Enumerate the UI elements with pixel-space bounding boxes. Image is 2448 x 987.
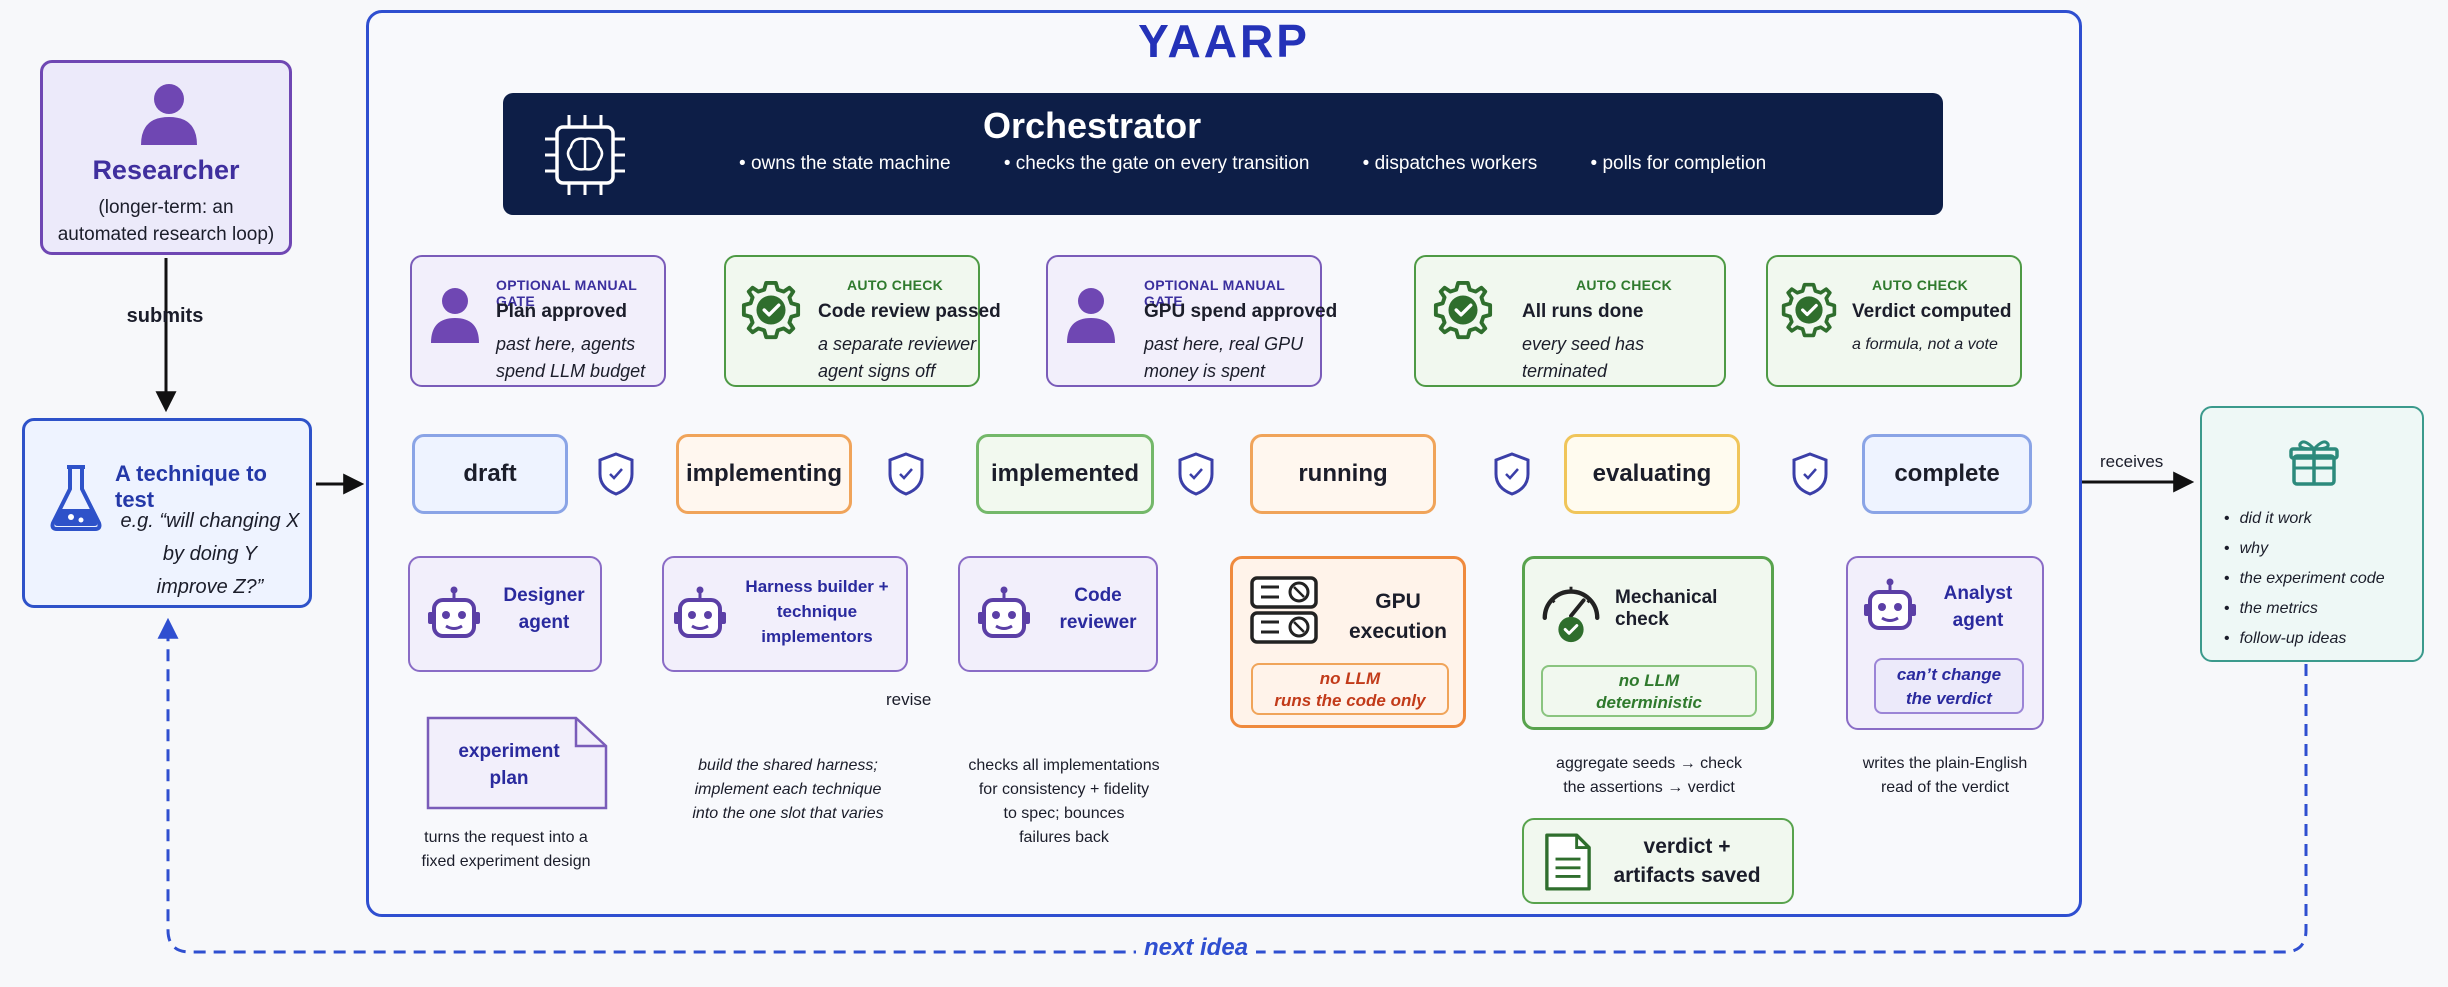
server-icon <box>1250 576 1318 644</box>
shield-icon <box>1792 452 1828 496</box>
gauge-check-icon <box>1542 586 1600 643</box>
revise-label: revise <box>886 690 932 709</box>
shield-icon <box>598 452 634 496</box>
flask-icon <box>50 465 102 531</box>
document-icon <box>1545 833 1591 891</box>
technique-box: A technique to test e.g. “will changing … <box>22 418 312 608</box>
gate-code-review-passed: AUTO CHECK Code review passed a separate… <box>724 255 1001 387</box>
state-evaluating: evaluating <box>1564 434 1740 514</box>
state-implemented: implemented <box>976 434 1154 514</box>
person-icon <box>141 84 197 145</box>
researcher-subtitle: (longer-term: an automated research loop… <box>57 197 275 245</box>
shield-icon <box>888 452 924 496</box>
robot-icon <box>1864 578 1916 630</box>
output-item: the experiment code <box>2224 564 2385 594</box>
person-icon <box>431 288 479 343</box>
output-item: the metrics <box>2224 594 2385 624</box>
system-title: YAARP <box>1138 15 1310 67</box>
verdict-artifacts-saved: verdict +artifacts saved <box>1522 818 1794 904</box>
technique-example: e.g. “will changing X by doing Y improve… <box>120 510 300 598</box>
output-list: did it work why the experiment code the … <box>2224 504 2385 654</box>
state-running: running <box>1250 434 1436 514</box>
robot-icon <box>978 586 1030 638</box>
gear-check-icon <box>1433 280 1493 340</box>
person-icon <box>1067 288 1115 343</box>
orchestrator-banner: Orchestrator • owns the state machine • … <box>503 93 1943 215</box>
robot-icon <box>674 586 726 638</box>
shield-icon <box>1494 452 1530 496</box>
harness-note: build the shared harness;implement each … <box>692 757 884 822</box>
orchestrator-bullets: • owns the state machine • checks the ga… <box>739 153 1767 174</box>
output-box: did it work why the experiment code the … <box>2200 406 2424 662</box>
state-complete: complete <box>1862 434 2032 514</box>
researcher-box: Researcher (longer-term: an automated re… <box>40 60 292 255</box>
output-item: follow-up ideas <box>2224 624 2385 654</box>
gate-plan-approved: OPTIONAL MANUAL GATE Plan approved past … <box>410 255 666 387</box>
gate-verdict-computed: AUTO CHECK Verdict computed a formula, n… <box>1766 255 2022 387</box>
output-item: did it work <box>2224 504 2385 534</box>
orchestrator-title: Orchestrator <box>983 105 1202 146</box>
shield-icon <box>1178 452 1214 496</box>
gift-icon <box>2289 440 2339 486</box>
next-idea-label: next idea <box>1136 934 1257 962</box>
state-draft: draft <box>412 434 568 514</box>
cpu-brain-icon <box>545 115 625 195</box>
gate-gpu-spend-approved: OPTIONAL MANUAL GATE GPU spend approved … <box>1046 255 1337 387</box>
technique-title: A technique to test <box>115 461 267 512</box>
receives-label: receives <box>2100 452 2164 471</box>
researcher-title: Researcher <box>92 155 240 185</box>
gear-check-icon <box>1781 282 1837 338</box>
state-implementing: implementing <box>676 434 852 514</box>
robot-icon <box>428 586 480 638</box>
submits-label: submits <box>126 305 204 327</box>
gear-check-icon <box>741 280 801 340</box>
output-item: why <box>2224 534 2385 564</box>
